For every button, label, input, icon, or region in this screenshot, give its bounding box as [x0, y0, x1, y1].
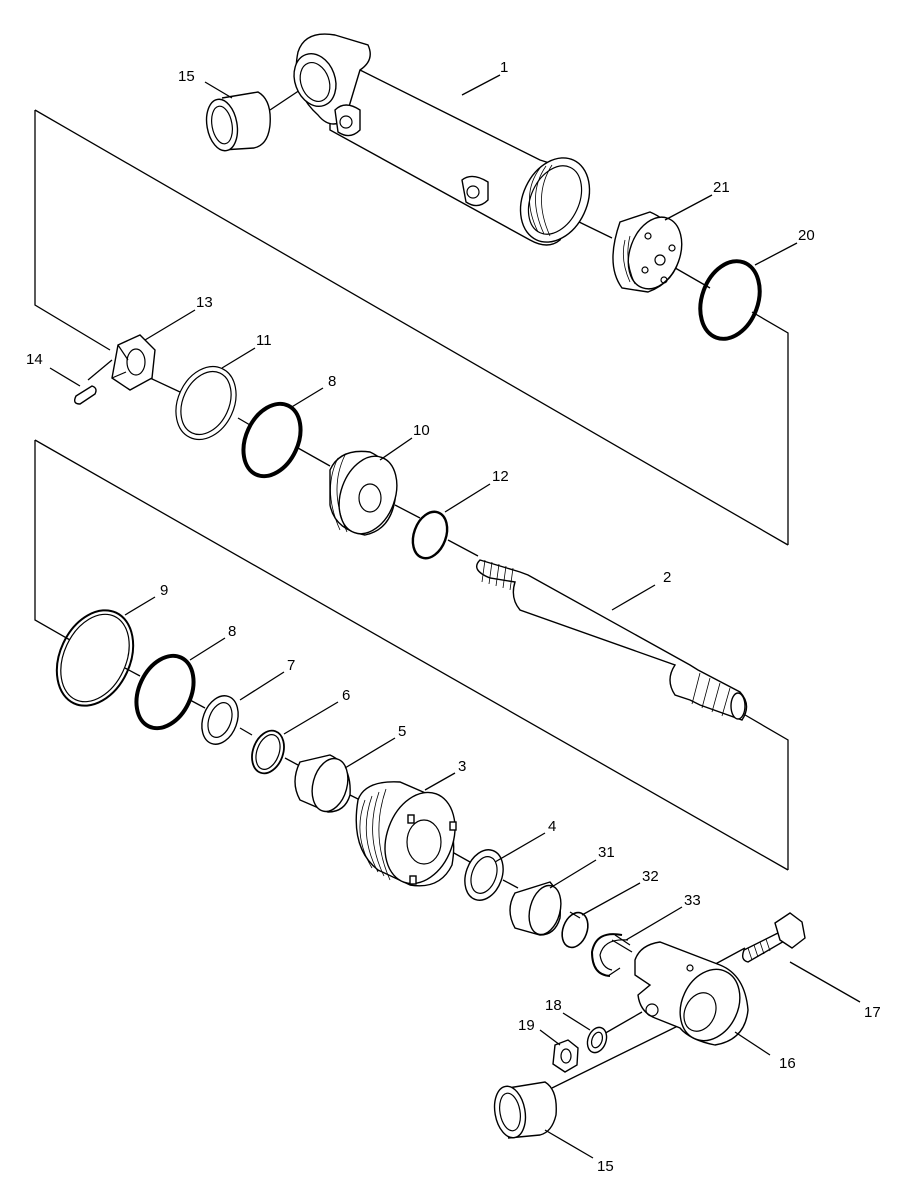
- part-nut-13: [111, 334, 156, 391]
- part-bushing-top: [205, 91, 271, 152]
- part-cylinder-barrel: [293, 33, 591, 246]
- assembly-guide-lines: [34, 89, 789, 1089]
- part-wiper-4: [464, 849, 504, 901]
- callout-labels: 1 15 21 20 13 14 11 8 10 12 2 9 8 7 6 5 …: [26, 59, 881, 1175]
- part-nut-19: [552, 1039, 579, 1073]
- callout-1: 1: [500, 59, 508, 76]
- part-bushing-5: [294, 754, 351, 813]
- part-o-ring-8-bottom: [134, 653, 196, 731]
- callout-10: 10: [413, 422, 430, 439]
- part-lock-washer-18: [586, 1026, 608, 1054]
- callout-17: 17: [864, 1004, 881, 1021]
- callout-5: 5: [398, 723, 406, 740]
- callout-8-bottom: 8: [228, 623, 236, 640]
- callout-15-top: 15: [178, 68, 195, 85]
- part-ring-9: [55, 609, 135, 707]
- part-snap-ring-33: [590, 933, 631, 977]
- callout-33: 33: [684, 892, 701, 909]
- callout-3: 3: [458, 758, 466, 775]
- callout-8-top: 8: [328, 373, 336, 390]
- callout-18: 18: [545, 997, 562, 1014]
- leader-lines: [49, 74, 861, 1159]
- part-backup-ring-11: [175, 365, 237, 441]
- callout-6: 6: [342, 687, 350, 704]
- callout-9: 9: [160, 582, 168, 599]
- part-clevis-16: [634, 941, 749, 1046]
- callout-13: 13: [196, 294, 213, 311]
- part-piston-10: [329, 450, 398, 536]
- part-o-ring-32: [561, 911, 589, 949]
- part-bushing-bottom: [493, 1081, 557, 1139]
- part-ring-6: [251, 729, 285, 775]
- callout-16: 16: [779, 1055, 796, 1072]
- part-pin-14: [73, 385, 97, 405]
- callout-12: 12: [492, 468, 509, 485]
- part-gland-3: [355, 781, 457, 887]
- callout-4: 4: [548, 818, 556, 835]
- callout-21: 21: [713, 179, 730, 196]
- callout-14: 14: [26, 351, 43, 368]
- callout-11: 11: [256, 332, 272, 349]
- callout-7: 7: [287, 657, 295, 674]
- part-piston-rod: [476, 559, 748, 721]
- callout-2: 2: [663, 569, 671, 586]
- callout-20: 20: [798, 227, 815, 244]
- part-o-ring-12: [411, 510, 449, 560]
- part-o-ring-8-top: [241, 401, 303, 479]
- part-o-ring-20: [698, 259, 762, 341]
- callout-19: 19: [518, 1017, 535, 1034]
- part-end-cap: [612, 211, 683, 293]
- part-bolt-17: [741, 912, 806, 963]
- callout-15-bottom: 15: [597, 1158, 614, 1175]
- callout-32: 32: [642, 868, 659, 885]
- callout-31: 31: [598, 844, 615, 861]
- part-wiper-7: [201, 695, 239, 745]
- part-bushing-31: [509, 881, 562, 936]
